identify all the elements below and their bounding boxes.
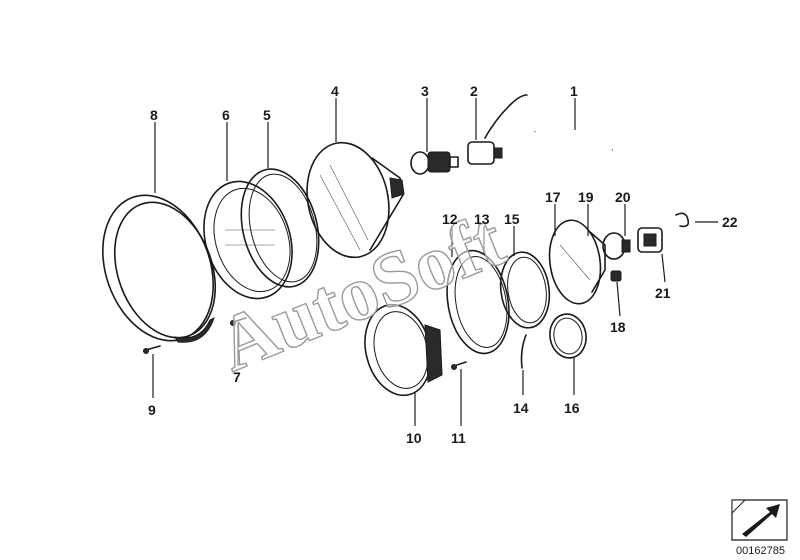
label-part-7[interactable]: 7: [233, 369, 241, 385]
label-part-18[interactable]: 18: [610, 319, 626, 335]
label-part-5[interactable]: 5: [263, 107, 271, 123]
part-labels: 1 2 3 4 5 6 7 8 9 10 11 12 13 14 15 16 1…: [148, 83, 738, 446]
label-part-11[interactable]: 11: [451, 430, 466, 446]
label-part-2[interactable]: 2: [470, 83, 478, 99]
label-part-20[interactable]: 20: [615, 189, 631, 205]
label-part-22[interactable]: 22: [722, 214, 738, 230]
part-11-screw[interactable]: [451, 361, 467, 370]
part-16-ring[interactable]: [546, 311, 589, 361]
part-7-screw[interactable]: [230, 317, 247, 326]
label-part-21[interactable]: 21: [655, 285, 671, 301]
watermark-text: AutoSoft: [206, 195, 516, 388]
part-6-headlight-lens[interactable]: [190, 170, 307, 310]
label-part-14[interactable]: 14: [513, 400, 529, 416]
label-part-10[interactable]: 10: [406, 430, 422, 446]
part-20-small-bulb[interactable]: [602, 232, 631, 260]
part-12-retaining-ring[interactable]: [439, 246, 516, 359]
part-5-sealing-ring[interactable]: [230, 161, 331, 295]
part-22-spring-wire[interactable]: [675, 212, 690, 228]
label-part-19[interactable]: 19: [578, 189, 594, 205]
label-part-1[interactable]: 1: [570, 83, 578, 99]
label-part-13[interactable]: 13: [474, 211, 490, 227]
label-part-6[interactable]: 6: [222, 107, 230, 123]
folded-page-arrow-icon: [731, 499, 788, 541]
part-18-nut[interactable]: [610, 270, 622, 282]
part-10-headlight-insert[interactable]: [356, 298, 443, 403]
label-part-17[interactable]: 17: [545, 189, 561, 205]
part-3-bulb[interactable]: [410, 151, 459, 175]
part-2-socket-with-wire[interactable]: [467, 94, 528, 165]
part-1-rubber-hose[interactable]: [533, 131, 613, 157]
label-part-4[interactable]: 4: [331, 83, 339, 99]
document-number: 00162785: [736, 545, 785, 557]
part-4-reflector[interactable]: [297, 135, 405, 265]
part-8-headlight-rim[interactable]: [83, 180, 233, 357]
part-15-fog-lens[interactable]: [496, 249, 554, 331]
part-21-bulb-holder[interactable]: [637, 227, 663, 253]
leader-lines: [152, 98, 718, 426]
label-part-8[interactable]: 8: [150, 107, 158, 123]
label-part-16[interactable]: 16: [564, 400, 580, 416]
part-19-fog-reflector[interactable]: [544, 217, 606, 307]
label-part-15[interactable]: 15: [504, 211, 520, 227]
label-part-12[interactable]: 12: [442, 211, 458, 227]
label-part-9[interactable]: 9: [148, 402, 156, 418]
label-part-3[interactable]: 3: [421, 83, 429, 99]
part-9-screw[interactable]: [143, 345, 161, 354]
part-14-spring-clip[interactable]: [520, 334, 527, 369]
